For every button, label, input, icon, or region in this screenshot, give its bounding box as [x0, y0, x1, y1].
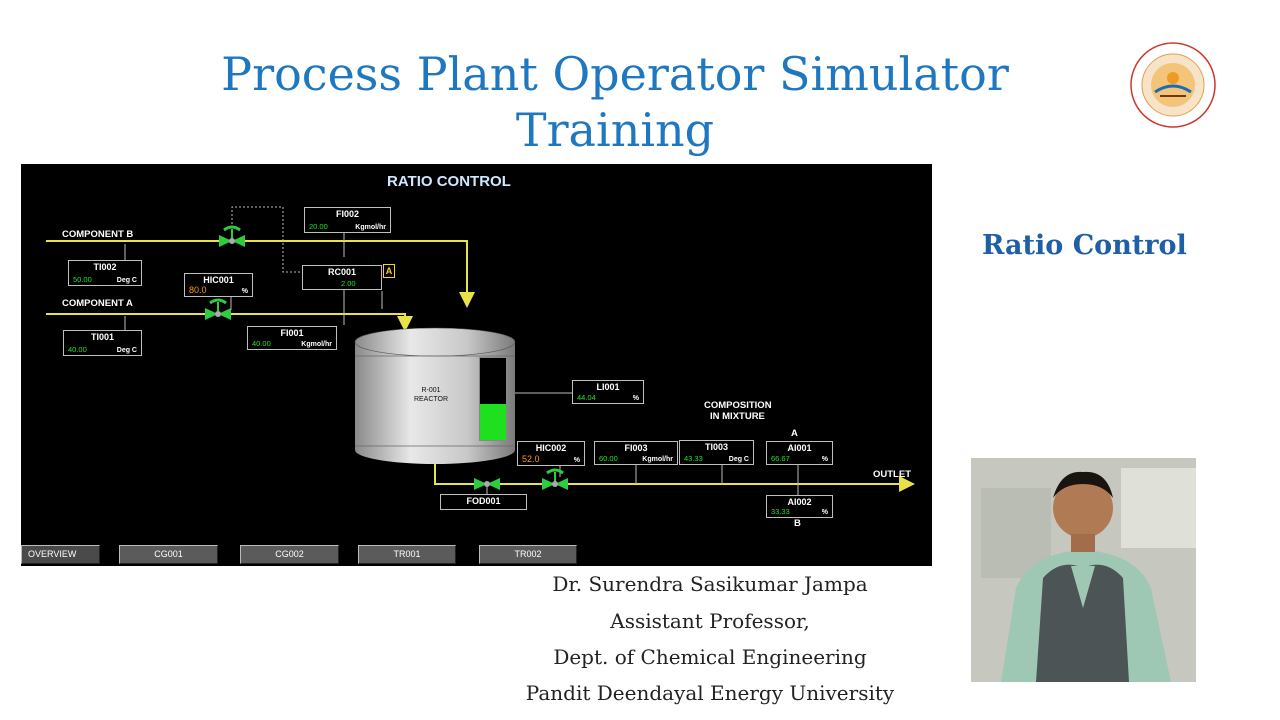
presenter-dept: Dept. of Chemical Engineering: [553, 645, 867, 669]
component-b-label: COMPONENT B: [62, 229, 134, 240]
stream-a-label: A: [791, 428, 798, 439]
composition-label-1: COMPOSITION: [704, 400, 772, 411]
component-a-label: COMPONENT A: [62, 298, 133, 309]
valve-hic002: [542, 468, 568, 490]
nav-overview-button[interactable]: OVERVIEW: [21, 545, 100, 564]
nav-tr001-button[interactable]: TR001: [358, 545, 456, 564]
university-logo: [1130, 42, 1216, 128]
valve-fod001: [474, 478, 500, 490]
component-b-line: [46, 240, 475, 308]
presenter-name: Dr. Surendra Sasikumar Jampa: [552, 572, 868, 596]
hmi-title: RATIO CONTROL: [387, 173, 511, 190]
slide-title-line1: Process Plant Operator Simulator: [221, 47, 1009, 101]
hmi-screen: RATIO CONTROL COMPONENT B COMPONENT A CO…: [21, 164, 932, 566]
valve-b: [219, 225, 245, 247]
reactor-label: R-001 REACTOR: [413, 387, 449, 403]
slide-subtitle: Ratio Control: [982, 230, 1187, 261]
outlet-line: [434, 462, 915, 492]
composition-label-2: IN MIXTURE: [710, 411, 765, 422]
presenter-university: Pandit Deendayal Energy University: [525, 681, 895, 705]
nav-cg001-button[interactable]: CG001: [119, 545, 218, 564]
reactor-level-fill: [480, 403, 506, 440]
presenter-photo: [971, 458, 1196, 682]
nav-tr002-button[interactable]: TR002: [479, 545, 577, 564]
slide-title-line2: Training: [515, 103, 715, 157]
stream-b-label: B: [794, 518, 801, 529]
nav-cg002-button[interactable]: CG002: [240, 545, 339, 564]
rc001-mode-indicator[interactable]: A: [383, 264, 395, 278]
presenter-title: Assistant Professor,: [610, 609, 810, 633]
outlet-label: OUTLET: [873, 469, 911, 480]
component-a-line: [46, 313, 413, 332]
tag-fod001[interactable]: FOD001: [440, 494, 527, 510]
reactor-level-indicator: [479, 357, 507, 441]
valve-a: [205, 298, 231, 320]
